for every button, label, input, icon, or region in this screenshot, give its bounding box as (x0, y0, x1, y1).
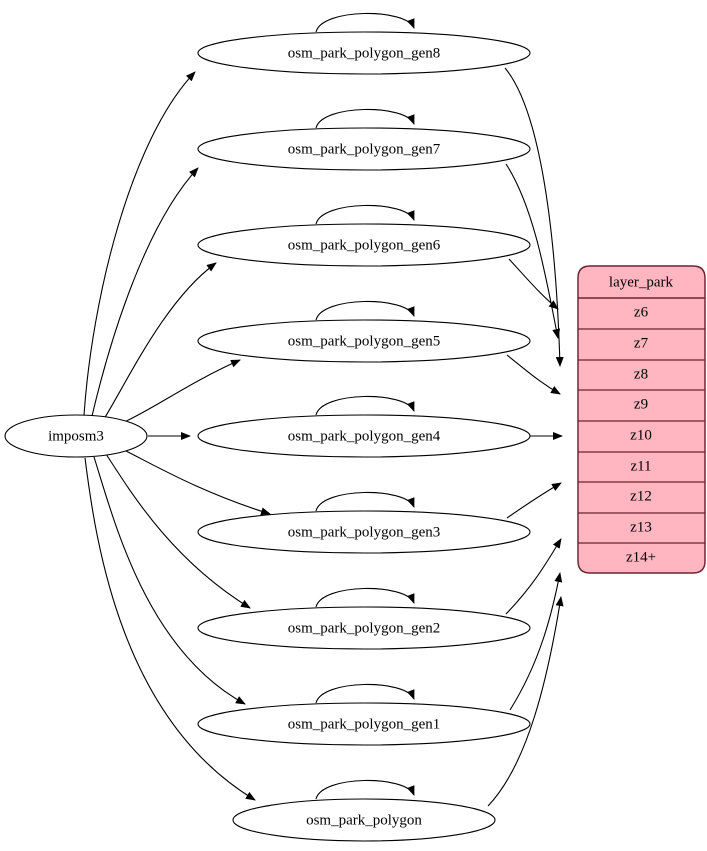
row-label-z12: z12 (630, 488, 652, 504)
node-gen5[interactable]: osm_park_polygon_gen5 (197, 319, 531, 363)
edges-to-layer-table (487, 67, 564, 807)
node-gen4[interactable]: osm_park_polygon_gen4 (197, 414, 531, 458)
row-label-z14plus: z14+ (626, 549, 656, 565)
table-row[interactable]: z6 (578, 304, 705, 330)
edges-from-imposm3 (83, 71, 271, 801)
node-gen3[interactable]: osm_park_polygon_gen3 (197, 510, 531, 554)
node-osm-park-polygon[interactable]: osm_park_polygon (232, 798, 496, 842)
node-gen8[interactable]: osm_park_polygon_gen8 (197, 31, 531, 75)
row-label-z9: z9 (634, 396, 648, 412)
row-label-z8: z8 (634, 366, 648, 382)
node-label: osm_park_polygon_gen8 (288, 45, 440, 61)
table-row[interactable]: z9 (578, 396, 705, 422)
node-label: osm_park_polygon_gen4 (288, 428, 441, 444)
self-loop-edges (315, 12, 415, 800)
table-row[interactable]: z12 (578, 488, 705, 514)
node-gen7[interactable]: osm_park_polygon_gen7 (197, 127, 531, 171)
table-row[interactable]: z11 (578, 458, 705, 483)
node-gen6[interactable]: osm_park_polygon_gen6 (197, 223, 531, 267)
row-label-z10: z10 (630, 427, 652, 443)
table-row[interactable]: z8 (578, 366, 705, 391)
table-row[interactable]: z10 (578, 427, 705, 453)
row-label-z6: z6 (634, 304, 649, 320)
node-gen1[interactable]: osm_park_polygon_gen1 (197, 702, 531, 746)
node-gen2[interactable]: osm_park_polygon_gen2 (197, 606, 531, 650)
node-label: osm_park_polygon_gen5 (288, 333, 440, 349)
node-group: osm_park_polygon_gen8 osm_park_polygon_g… (4, 31, 531, 842)
node-label: osm_park_polygon (306, 812, 422, 828)
layer-park-table[interactable]: layer_park z6 z7 z8 z9 z10 (577, 265, 706, 574)
source-node-label: imposm3 (48, 428, 104, 444)
node-label: osm_park_polygon_gen7 (288, 141, 441, 157)
node-label: osm_park_polygon_gen1 (288, 716, 440, 732)
table-header-label: layer_park (609, 274, 674, 290)
node-label: osm_park_polygon_gen6 (288, 237, 441, 253)
table-row[interactable]: z7 (578, 335, 705, 361)
node-label: osm_park_polygon_gen3 (288, 524, 440, 540)
row-label-z7: z7 (634, 335, 649, 351)
row-label-z13: z13 (630, 519, 652, 535)
table-row[interactable]: z14+ (626, 549, 656, 565)
table-outline (577, 265, 706, 574)
node-imposm3[interactable]: imposm3 (4, 414, 148, 458)
table-row[interactable]: z13 (578, 519, 705, 544)
node-label: osm_park_polygon_gen2 (288, 620, 440, 636)
row-label-z11: z11 (630, 458, 651, 474)
table-header: layer_park (578, 274, 705, 299)
